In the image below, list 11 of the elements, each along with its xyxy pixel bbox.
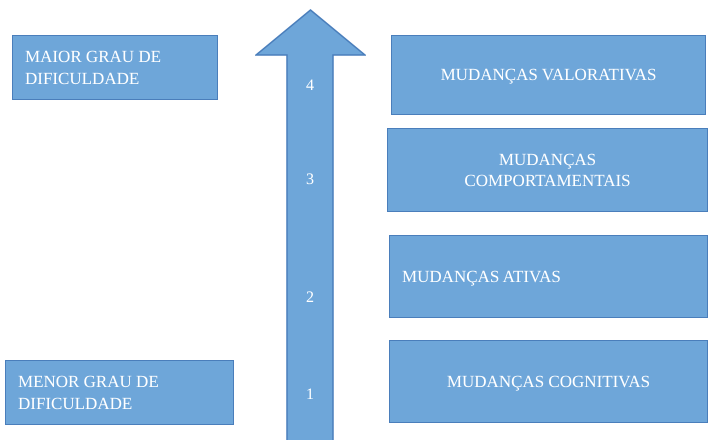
level-number: 3 [305, 171, 315, 189]
label-box: MUDANÇAS VALORATIVAS [391, 35, 706, 115]
level-number: 2 [305, 289, 315, 307]
label-box: MUDANÇAS COGNITIVAS [389, 340, 708, 423]
label-box: MAIOR GRAU DE DIFICULDADE [12, 35, 218, 100]
level-number: 1 [305, 386, 315, 404]
label-box: MUDANÇAS COMPORTAMENTAIS [387, 128, 708, 212]
block-arrow-node [255, 9, 366, 440]
label-box: MENOR GRAU DE DIFICULDADE [5, 360, 234, 425]
label-box: MUDANÇAS ATIVAS [389, 235, 708, 318]
level-number: 4 [305, 77, 315, 95]
